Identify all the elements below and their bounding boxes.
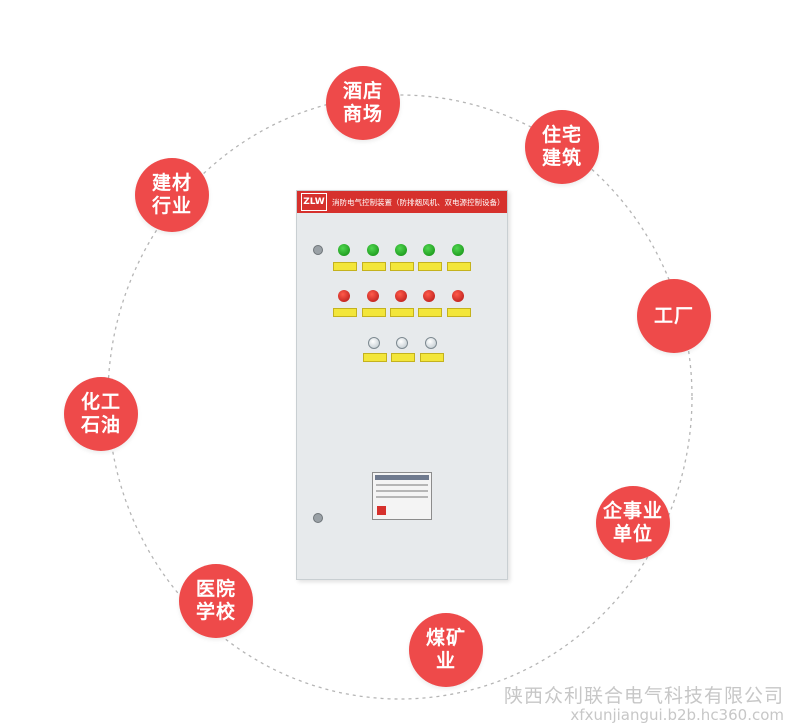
bubble-line-1: 煤矿 bbox=[425, 627, 466, 649]
control-cabinet: ZLW 消防电气控制装置（防排烟风机、双电源控制设备） bbox=[296, 190, 508, 580]
push-button bbox=[396, 337, 408, 349]
red-indicator-lamp bbox=[338, 290, 350, 302]
cabinet-header: ZLW 消防电气控制装置（防排烟风机、双电源控制设备） bbox=[297, 191, 507, 213]
company-name: 陕西众利联合电气科技有限公司 bbox=[503, 685, 784, 707]
button-label-tag bbox=[420, 353, 444, 362]
green-indicator-lamp bbox=[423, 244, 435, 256]
application-bubble-residential: 住宅 建筑 bbox=[525, 110, 599, 184]
nameplate-logo bbox=[377, 506, 386, 515]
bubble-line-2: 单位 bbox=[612, 523, 653, 545]
bubble-line-2: 石油 bbox=[80, 414, 121, 436]
application-bubble-hospital: 医院 学校 bbox=[179, 564, 253, 638]
application-bubble-enterprise: 企事业 单位 bbox=[596, 486, 670, 560]
application-bubble-chemical: 化工 石油 bbox=[64, 377, 138, 451]
lamp-label-tag bbox=[333, 308, 357, 317]
lamp-label-tag bbox=[362, 308, 386, 317]
push-button bbox=[368, 337, 380, 349]
nameplate-text-line bbox=[376, 484, 428, 486]
website-url: xfxunjiangui.b2b.hc360.com bbox=[570, 706, 784, 724]
cabinet-title: 消防电气控制装置（防排烟风机、双电源控制设备） bbox=[332, 197, 505, 207]
green-indicator-lamp bbox=[452, 244, 464, 256]
nameplate bbox=[372, 472, 432, 520]
bubble-line-2: 业 bbox=[435, 650, 456, 672]
bubble-line-1: 医院 bbox=[195, 578, 236, 600]
lamp-label-tag bbox=[447, 262, 471, 271]
nameplate-header bbox=[375, 475, 429, 480]
lamp-label-tag bbox=[418, 262, 442, 271]
lamp-label-tag bbox=[390, 262, 414, 271]
red-indicator-lamp bbox=[395, 290, 407, 302]
green-indicator-lamp bbox=[338, 244, 350, 256]
bubble-line-2: 商场 bbox=[342, 103, 383, 125]
application-bubble-factory: 工厂 bbox=[637, 279, 711, 353]
bubble-line-1: 工厂 bbox=[653, 304, 694, 327]
bubble-line-1: 酒店 bbox=[342, 80, 383, 102]
application-bubble-building-materials: 建材 行业 bbox=[135, 158, 209, 232]
button-label-tag bbox=[391, 353, 415, 362]
company-logo: ZLW bbox=[301, 193, 327, 211]
bubble-line-2: 学校 bbox=[195, 601, 236, 623]
bubble-line-1: 企事业 bbox=[602, 500, 663, 522]
lamp-label-tag bbox=[333, 262, 357, 271]
green-indicator-lamp bbox=[367, 244, 379, 256]
bubble-line-2: 行业 bbox=[151, 195, 192, 217]
lamp-label-tag bbox=[390, 308, 414, 317]
application-bubble-coal: 煤矿 业 bbox=[409, 613, 483, 687]
red-indicator-lamp bbox=[423, 290, 435, 302]
bubble-line-1: 住宅 bbox=[541, 124, 582, 146]
red-indicator-lamp bbox=[452, 290, 464, 302]
bubble-line-1: 建材 bbox=[151, 172, 192, 194]
lamp-label-tag bbox=[447, 308, 471, 317]
door-lock-knob bbox=[313, 245, 323, 255]
red-indicator-lamp bbox=[367, 290, 379, 302]
push-button bbox=[425, 337, 437, 349]
door-lock-knob bbox=[313, 513, 323, 523]
bubble-line-1: 化工 bbox=[80, 391, 121, 413]
lamp-label-tag bbox=[418, 308, 442, 317]
lamp-label-tag bbox=[362, 262, 386, 271]
nameplate-text-line bbox=[376, 490, 428, 492]
green-indicator-lamp bbox=[395, 244, 407, 256]
nameplate-text-line bbox=[376, 496, 428, 498]
application-bubble-mall: 酒店 商场 bbox=[326, 66, 400, 140]
bubble-line-2: 建筑 bbox=[541, 147, 582, 169]
button-label-tag bbox=[363, 353, 387, 362]
